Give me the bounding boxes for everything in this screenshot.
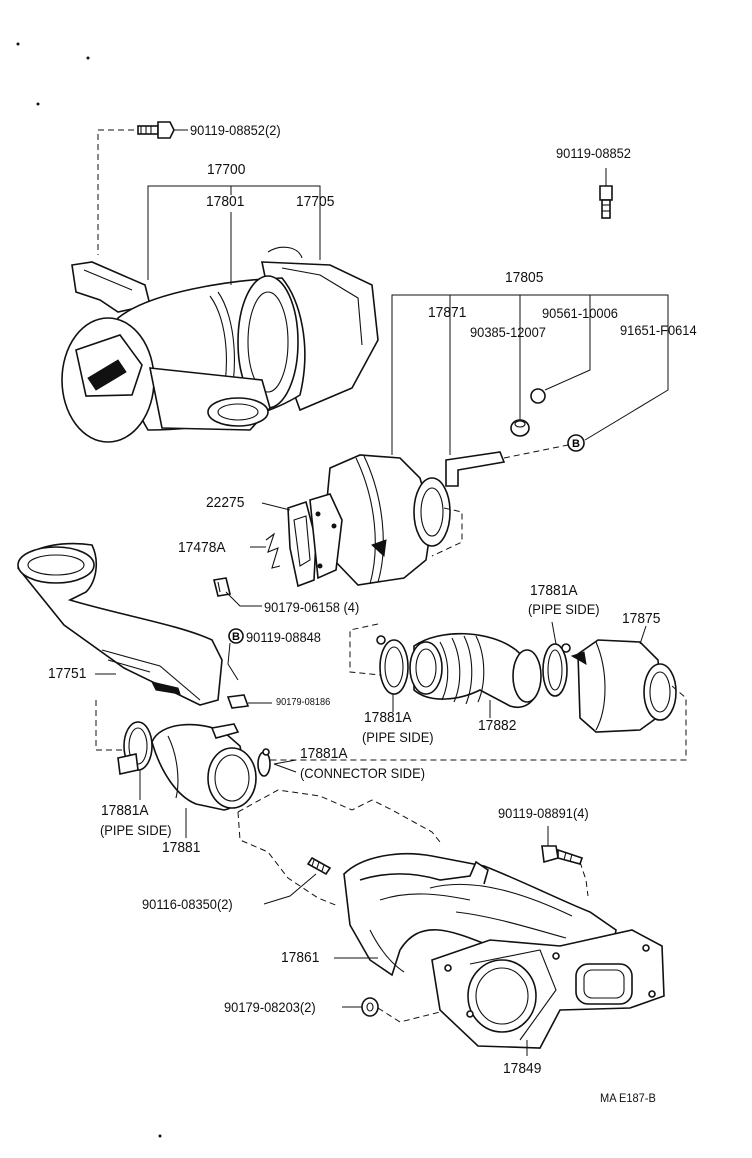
gasket-17849	[431, 929, 665, 1049]
clamp-connector-side	[257, 748, 271, 777]
label-17700: 17700	[207, 161, 246, 178]
label-90119-08891: 90119-08891(4)	[498, 805, 589, 821]
stud-90116	[306, 856, 332, 876]
label-17881: 17881	[162, 839, 201, 856]
label-90179-08203: 90179-08203(2)	[224, 999, 316, 1015]
label-17881a-pipe-upper: 17881A	[530, 582, 578, 599]
gasket-22275	[287, 493, 343, 588]
label-17881a-pipe-upper-note: (PIPE SIDE)	[528, 601, 600, 617]
bolt-top-right	[599, 185, 613, 219]
clamp-upper-left	[376, 635, 409, 695]
label-90116-08350: 90116-08350(2)	[142, 896, 233, 912]
valve-17478a	[265, 532, 281, 569]
connector-17881	[151, 723, 257, 811]
label-90119-08848: 90119-08848	[246, 629, 321, 645]
label-17805: 17805	[505, 269, 544, 286]
bolt-90119-08891	[541, 845, 584, 865]
label-17881a-pipe-low-note: (PIPE SIDE)	[100, 822, 172, 838]
marker-b-mid: B	[232, 631, 240, 643]
label-90561-10006: 90561-10006	[542, 305, 618, 321]
label-22275: 22275	[206, 494, 245, 511]
label-17882: 17882	[478, 717, 517, 734]
hose-17882	[409, 632, 542, 709]
air-flow-meter-17875	[570, 639, 677, 733]
label-17881a-pipe-mid: 17881A	[364, 709, 412, 726]
clamp-upper-right	[542, 643, 571, 697]
label-bolt-top-right: 90119-08852	[556, 145, 631, 161]
clip-90179-06158	[213, 577, 231, 597]
label-17705: 17705	[296, 193, 335, 210]
inlet-duct-17751	[17, 542, 223, 706]
air-cleaner-assembly	[61, 246, 379, 443]
label-90385-12007: 90385-12007	[470, 324, 546, 340]
label-17875: 17875	[622, 610, 661, 627]
label-17751: 17751	[48, 665, 87, 682]
resonator-case	[325, 454, 451, 586]
footer-code: MA E187-B	[600, 1091, 656, 1105]
label-bolt-top-left: 90119-08852(2)	[190, 122, 281, 138]
label-17881a-connector: 17881A	[300, 745, 348, 762]
label-17861: 17861	[281, 949, 320, 966]
label-17478a: 17478A	[178, 539, 226, 556]
label-90179-08186: 90179-08186	[276, 697, 331, 708]
label-90179-06158: 90179-06158 (4)	[264, 599, 360, 615]
label-17881a-pipe-low: 17881A	[101, 802, 149, 819]
label-17881a-connector-note: (CONNECTOR SIDE)	[300, 765, 425, 781]
label-91651-f0614: 91651-F0614	[620, 322, 697, 338]
clamp-lower-left	[117, 721, 153, 775]
label-17871: 17871	[428, 304, 467, 321]
bolt-top-left	[137, 121, 175, 139]
marker-b-top: B	[572, 438, 580, 450]
nut-90179-08203	[361, 997, 379, 1017]
label-17881a-pipe-mid-note: (PIPE SIDE)	[362, 729, 434, 745]
bolt-top-left-dash	[97, 129, 134, 255]
clip-90179-08186	[226, 694, 250, 709]
label-17801: 17801	[206, 193, 245, 210]
label-17849: 17849	[503, 1060, 542, 1077]
